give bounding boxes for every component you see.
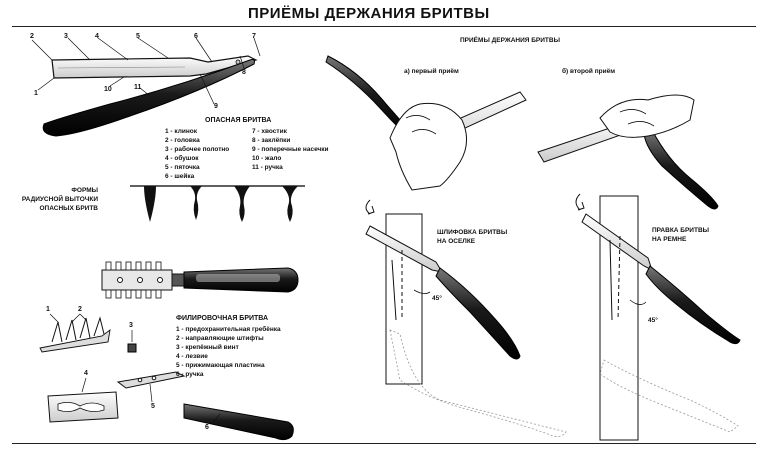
part-6: 6 - шейка (165, 173, 195, 180)
thinning-part-3: 3 - крепёжный винт (176, 344, 239, 351)
straight-razor-parts-col2: 7 - хвостик 8 - заклёпки 9 - поперечные … (252, 127, 329, 172)
stropping-angle: 45° (648, 317, 658, 324)
holding-second-label: б) второй приём (562, 68, 616, 75)
holding-heading: ПРИЁМЫ ДЕРЖАНИЯ БРИТВЫ (460, 37, 560, 44)
honing-angle: 45° (432, 295, 442, 302)
part-4: 4 - обушок (165, 155, 199, 162)
thinning-part-2: 2 - направляющие штифты (176, 335, 264, 342)
thinning-callout-1: 1 (46, 306, 50, 313)
thinning-callout-4: 4 (84, 370, 88, 377)
callout-4: 4 (95, 33, 99, 40)
callout-1: 1 (34, 90, 38, 97)
part-10: 10 - жало (252, 155, 282, 162)
thinning-callout-5: 5 (151, 403, 155, 410)
callout-5: 5 (136, 33, 140, 40)
thinning-part-1: 1 - предохранительная гребёнка (176, 326, 281, 333)
straight-razor-drawing (31, 37, 261, 137)
stropping-label: ПРАВКА БРИТВЫ НА РЕМНЕ (652, 227, 709, 243)
page-title: ПРИЁМЫ ДЕРЖАНИЯ БРИТВЫ (248, 5, 490, 22)
part-2: 2 - головка (165, 137, 200, 144)
part-8: 8 - заклёпки (252, 137, 291, 144)
thinning-callout-3: 3 (129, 322, 133, 329)
holding-first-label: а) первый приём (404, 68, 459, 75)
thinning-part-6: 6 - ручка (176, 371, 204, 378)
thinning-callout-6: 6 (205, 424, 209, 431)
thinning-razor-drawing (39, 261, 299, 441)
callout-7: 7 (252, 33, 256, 40)
stropping-drawing (575, 193, 741, 441)
honing-drawing (365, 199, 567, 437)
thinning-part-4: 4 - лезвие (176, 353, 208, 360)
holding-second-drawing (537, 94, 719, 210)
thinning-part-5: 5 - прижимающая пластина (176, 362, 265, 369)
part-5: 5 - пяточка (165, 164, 200, 171)
part-3: 3 - рабочее полотно (165, 146, 230, 153)
callout-10: 10 (104, 86, 112, 93)
part-1: 1 - клинок (165, 128, 197, 135)
top-rule (12, 26, 756, 27)
callout-11: 11 (134, 84, 142, 91)
straight-razor-parts-col1: 1 - клинок 2 - головка 3 - рабочее полот… (165, 127, 229, 181)
thinning-razor-parts: 1 - предохранительная гребёнка 2 - напра… (176, 325, 281, 379)
callout-6: 6 (194, 33, 198, 40)
callout-8: 8 (242, 69, 246, 76)
thinning-razor-heading: ФИЛИРОВОЧНАЯ БРИТВА (176, 315, 269, 322)
thinning-callout-2: 2 (78, 306, 82, 313)
holding-first-drawing (325, 55, 527, 191)
callout-2: 2 (30, 33, 34, 40)
part-11: 11 - ручка (252, 164, 283, 171)
bottom-rule (12, 443, 756, 444)
callout-3: 3 (64, 33, 68, 40)
part-9: 9 - поперечные насечки (252, 146, 329, 153)
callout-9: 9 (214, 103, 218, 110)
part-7: 7 - хвостик (252, 128, 287, 135)
grind-forms-label: ФОРМЫ РАДИУСНОЙ ВЫТОЧКИ ОПАСНЫХ БРИТВ (21, 187, 98, 212)
straight-razor-heading: ОПАСНАЯ БРИТВА (205, 117, 272, 124)
honing-label: ШЛИФОВКА БРИТВЫ НА ОСЕЛКЕ (437, 229, 508, 245)
grind-forms-drawing (130, 185, 305, 222)
